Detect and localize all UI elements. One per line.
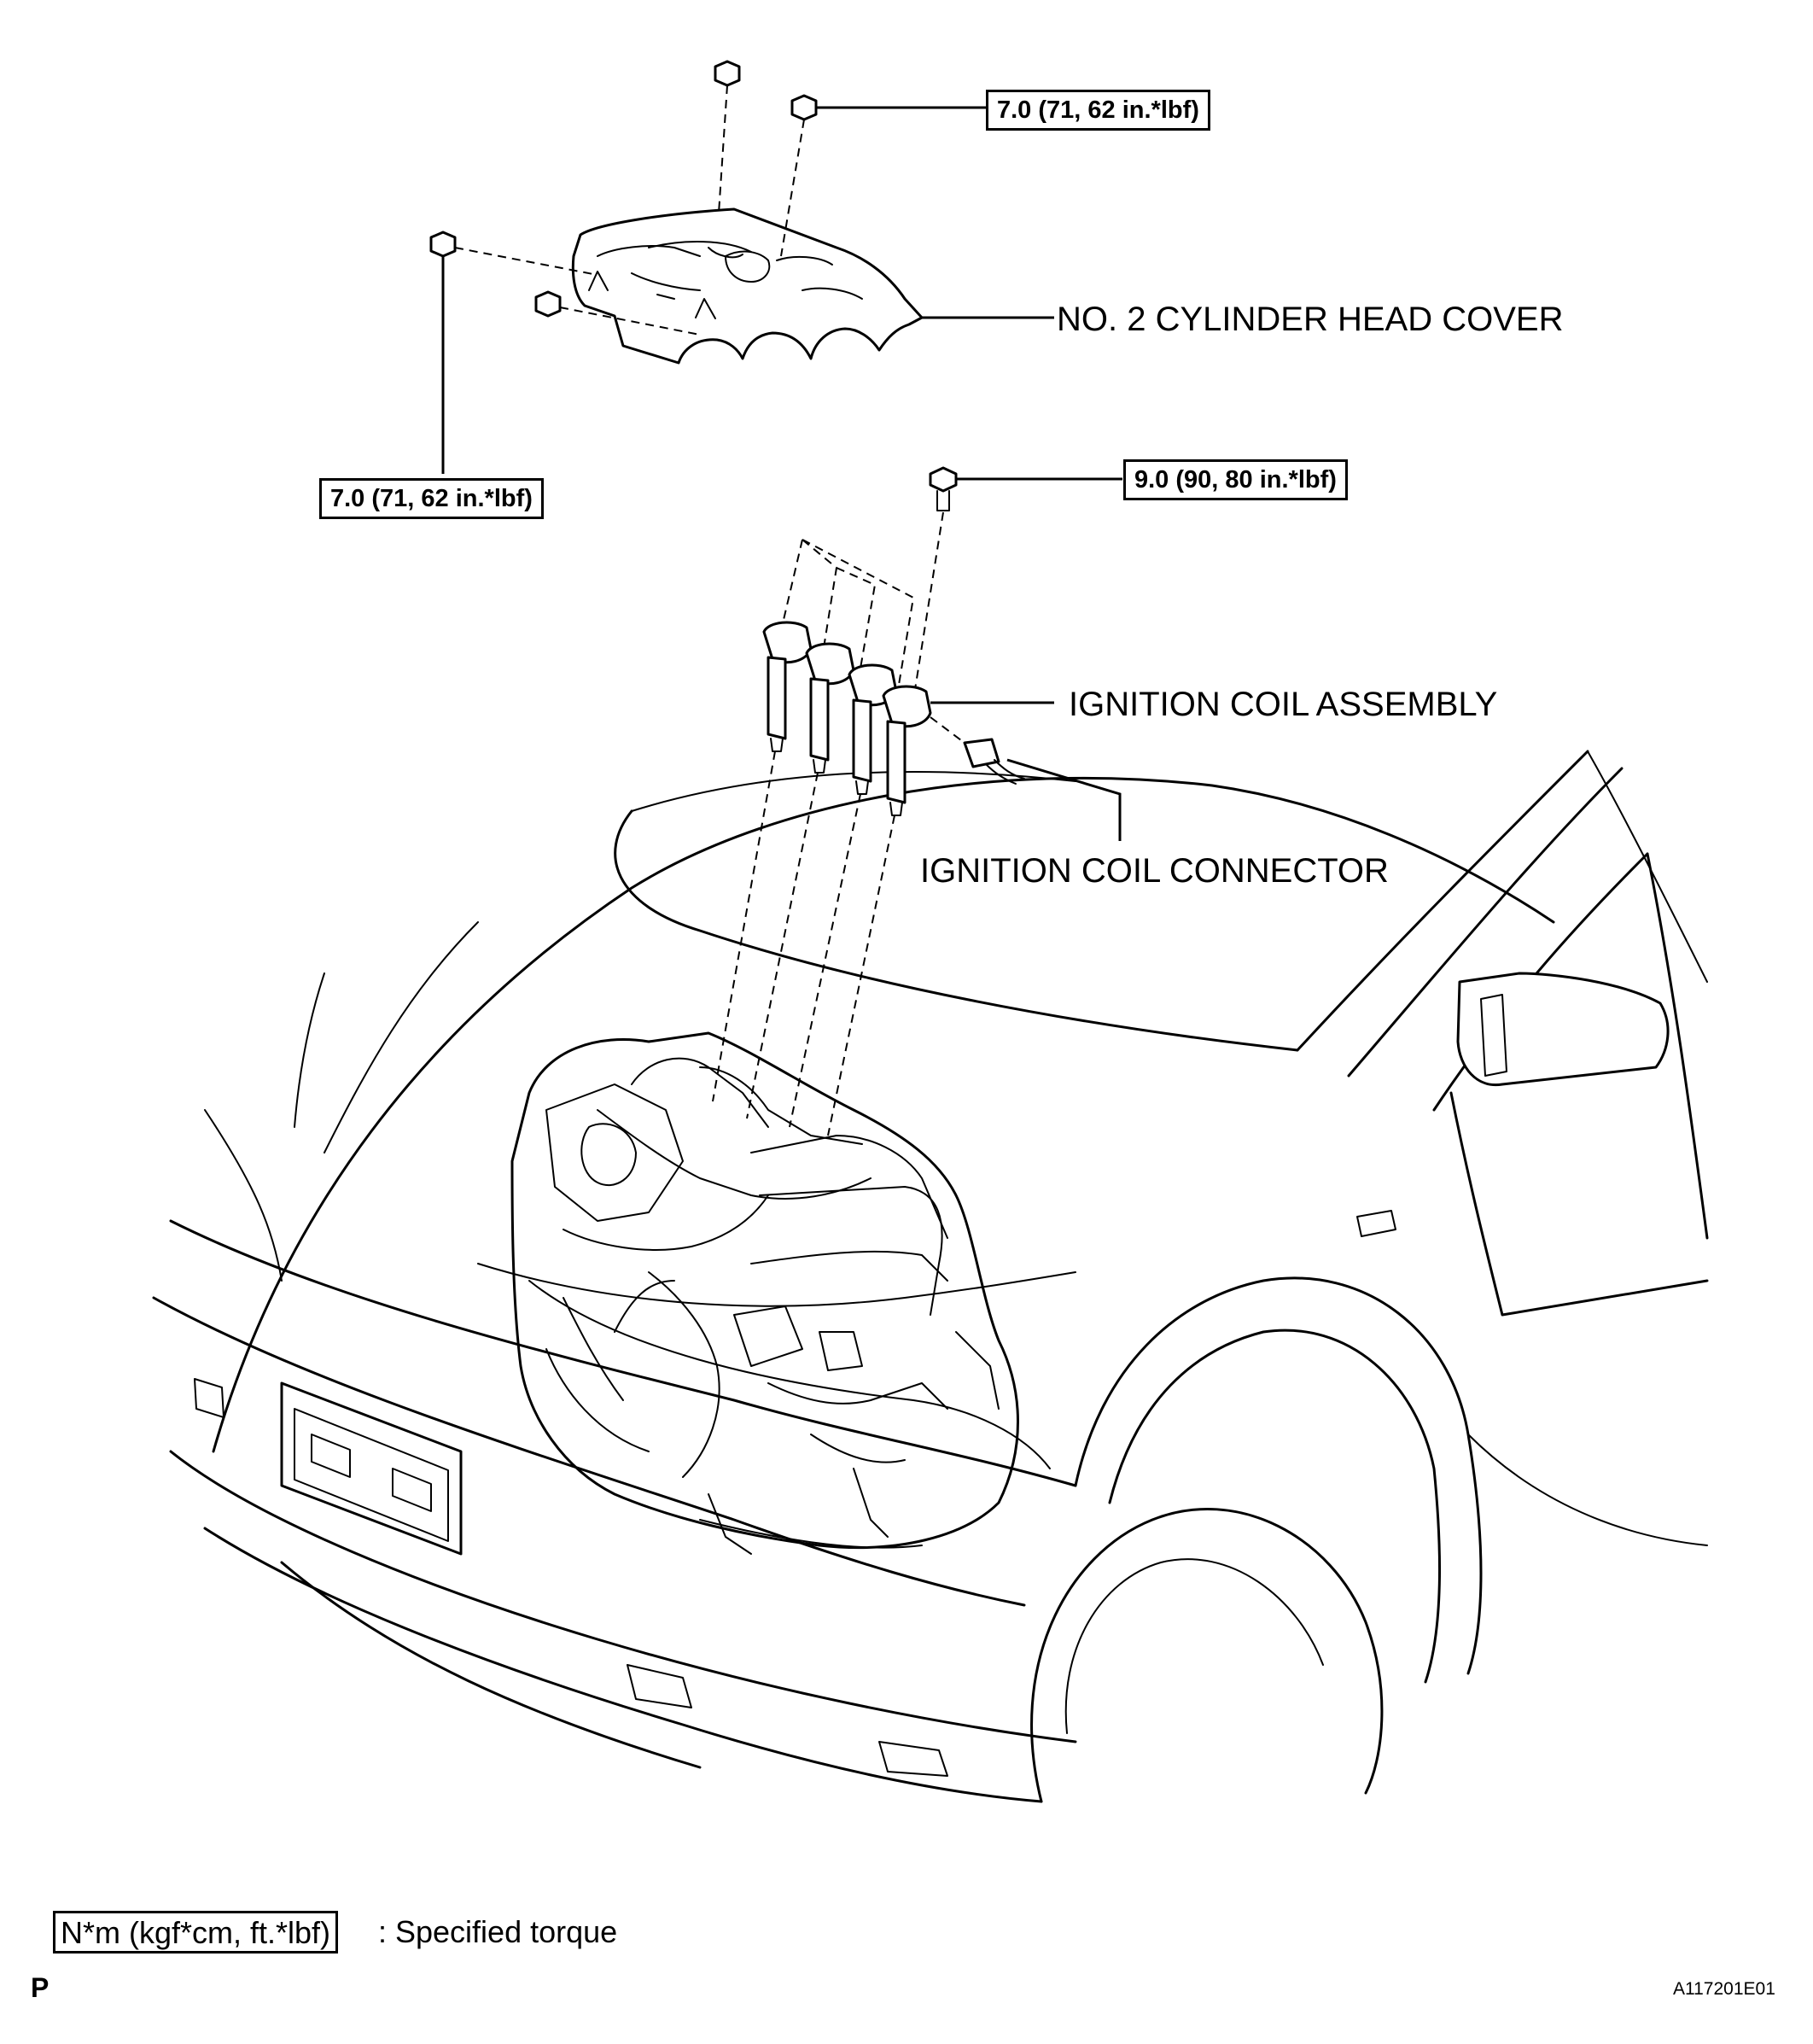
nut-cover-left [429, 231, 457, 258]
label-coil-connector: IGNITION COIL CONNECTOR [920, 852, 1389, 890]
legend-unit-box: N*m (kgf*cm, ft.*lbf) [53, 1911, 339, 1953]
ignition-coil-connector-part [963, 738, 1025, 785]
engine-assembly [477, 1031, 1076, 1555]
nut-cover-top-torque [790, 94, 818, 121]
label-coil-assembly: IGNITION COIL ASSEMBLY [1069, 686, 1498, 723]
legend-description: : Specified torque [378, 1914, 618, 1949]
nut-cover-left-lower [534, 290, 562, 318]
label-head-cover: NO. 2 CYLINDER HEAD COVER [1057, 301, 1564, 338]
ignition-coil-bolt [929, 466, 958, 511]
torque-label-cover-top: 7.0 (71, 62 in.*lbf) [986, 90, 1210, 131]
page-mark: P [31, 1972, 50, 2003]
vehicle-body-outline [152, 750, 1709, 1803]
torque-label-cover-left: 7.0 (71, 62 in.*lbf) [319, 478, 544, 519]
figure-id: A117201E01 [1673, 1979, 1775, 1999]
nut-cover-top [714, 60, 741, 87]
ignition-coil-set [762, 621, 932, 816]
head-cover-part [571, 207, 924, 365]
torque-label-coil-bolt: 9.0 (90, 80 in.*lbf) [1123, 459, 1348, 500]
